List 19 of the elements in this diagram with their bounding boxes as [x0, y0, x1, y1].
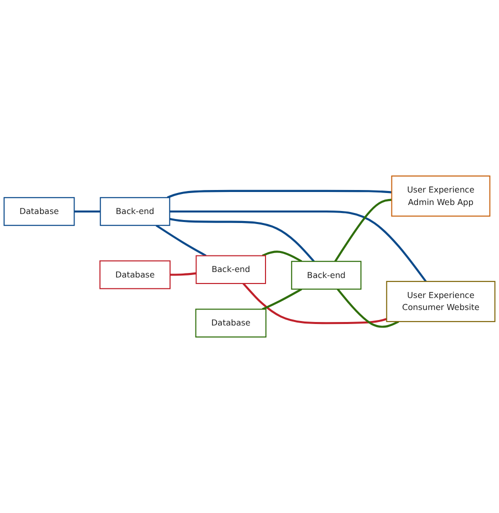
connector: [170, 210, 427, 282]
connector: [170, 272, 196, 276]
node-box: Back-end: [100, 197, 170, 226]
connector: [242, 282, 387, 324]
node-box: User Experience Admin Web App: [391, 176, 490, 217]
connector: [166, 190, 392, 199]
node-box: Database: [195, 308, 266, 338]
node-box: User Experience Consumer Website: [386, 280, 496, 322]
connector: [74, 210, 100, 213]
connector: [169, 218, 315, 262]
connector: [262, 288, 302, 310]
connector: [336, 288, 400, 328]
node-box: Database: [99, 260, 171, 290]
node-box: Back-end: [291, 260, 362, 290]
node-box: Back-end: [196, 255, 266, 284]
connector: [156, 224, 206, 257]
node-box: Database: [4, 197, 75, 226]
connector: [262, 250, 302, 262]
connector: [334, 198, 392, 262]
